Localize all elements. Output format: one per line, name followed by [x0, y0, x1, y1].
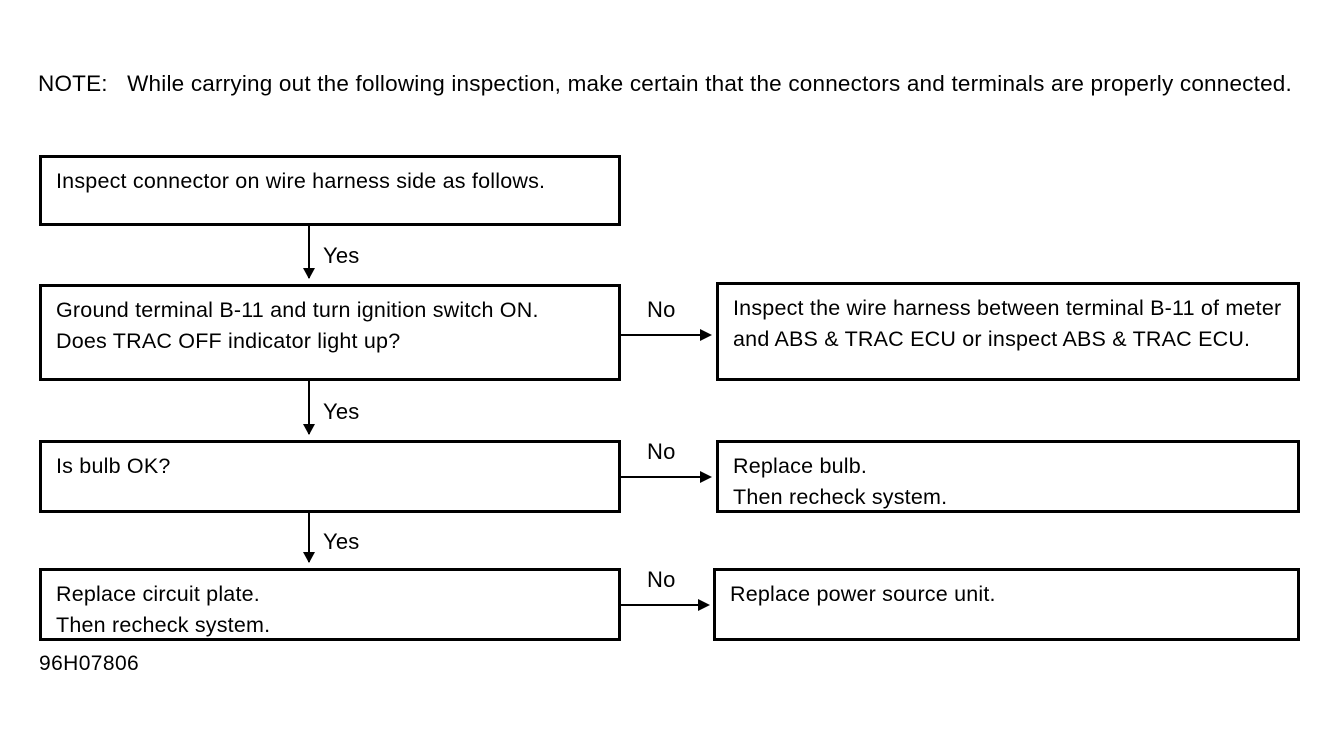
- edge-label-yes-1: Yes: [323, 243, 360, 268]
- flow-box-replace-bulb: Replace bulb. Then recheck system.: [716, 440, 1300, 513]
- flow-box-is-bulb-ok: Is bulb OK?: [39, 440, 621, 513]
- flow-box-ground-terminal: Ground terminal B-11 and turn ignition s…: [39, 284, 621, 381]
- arrowhead-down-3: [303, 552, 315, 563]
- flow-box-inspect-connector-text: Inspect connector on wire harness side a…: [56, 169, 546, 193]
- arrowhead-right-2: [700, 471, 712, 483]
- arrowhead-right-1: [700, 329, 712, 341]
- flow-box-replace-bulb-text: Replace bulb. Then recheck system.: [733, 454, 948, 509]
- flow-box-inspect-wire-harness: Inspect the wire harness between termina…: [716, 282, 1300, 381]
- connector-line-yes-2: [308, 381, 310, 434]
- arrowhead-down-1: [303, 268, 315, 279]
- flow-box-inspect-wire-harness-text: Inspect the wire harness between termina…: [733, 296, 1288, 351]
- flow-box-inspect-connector: Inspect connector on wire harness side a…: [39, 155, 621, 226]
- edge-label-no-3: No: [647, 567, 676, 592]
- connector-line-no-1: [621, 334, 705, 336]
- connector-line-yes-3: [308, 513, 310, 562]
- edge-label-no-1: No: [647, 297, 676, 322]
- connector-line-no-2: [621, 476, 705, 478]
- note-text: NOTE: While carrying out the following i…: [38, 71, 1292, 96]
- edge-label-yes-3: Yes: [323, 529, 360, 554]
- flow-box-is-bulb-ok-text: Is bulb OK?: [56, 454, 171, 478]
- connector-line-yes-1: [308, 226, 310, 278]
- flow-box-replace-circuit-plate: Replace circuit plate. Then recheck syst…: [39, 568, 621, 641]
- edge-label-yes-2: Yes: [323, 399, 360, 424]
- arrowhead-down-2: [303, 424, 315, 435]
- arrowhead-right-3: [698, 599, 710, 611]
- flow-box-ground-terminal-text: Ground terminal B-11 and turn ignition s…: [56, 298, 539, 353]
- flow-box-replace-circuit-plate-text: Replace circuit plate. Then recheck syst…: [56, 582, 271, 637]
- figure-code: 96H07806: [39, 652, 140, 675]
- flow-box-replace-power-source-unit: Replace power source unit.: [713, 568, 1300, 641]
- edge-label-no-2: No: [647, 439, 676, 464]
- connector-line-no-3: [621, 604, 703, 606]
- flow-box-replace-power-source-unit-text: Replace power source unit.: [730, 582, 996, 606]
